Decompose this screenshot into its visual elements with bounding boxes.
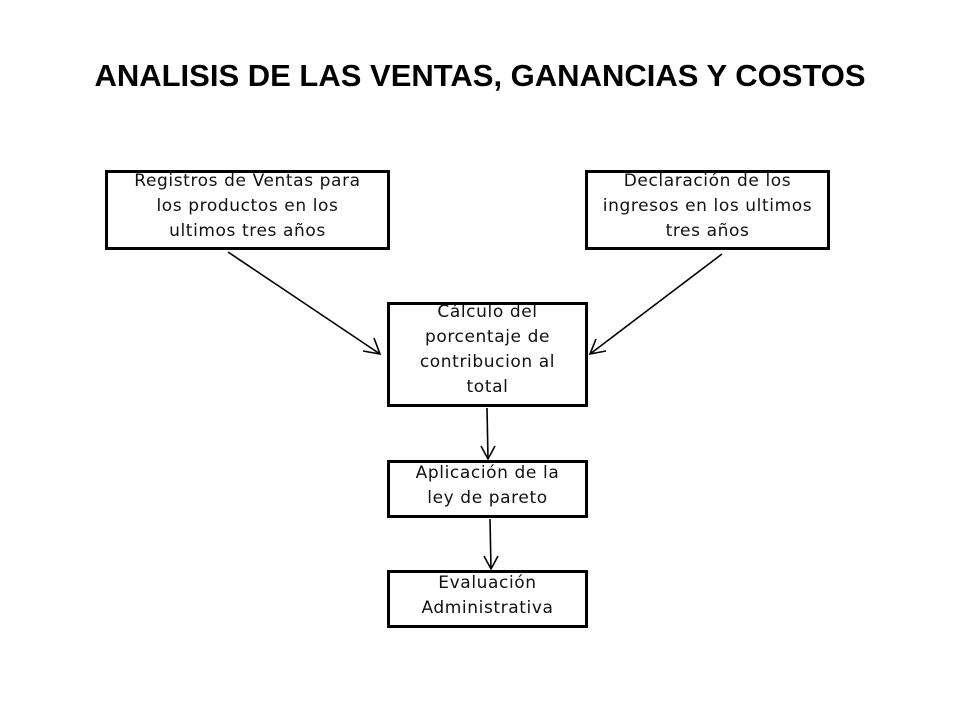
box-income-declaration-label: Declaración de los ingresos en los ultim… [602, 170, 813, 241]
box-contribution-calc: Cálculo del porcentaje de contribucion a… [387, 302, 588, 407]
box-pareto: Aplicación de la ley de pareto [387, 460, 588, 518]
arrowhead-sales-to-calc [362, 337, 382, 356]
box-sales-records-label: Registros de Ventas para los productos e… [134, 170, 361, 241]
box-evaluation-label: Evaluación Administrativa [421, 573, 554, 618]
box-contribution-calc-label: Cálculo del porcentaje de contribucion a… [419, 302, 556, 397]
box-income-declaration: Declaración de los ingresos en los ultim… [585, 170, 830, 250]
arrow-sales-to-calc [227, 251, 381, 355]
arrow-income-to-calc [589, 253, 723, 355]
arrowhead-income-to-calc [588, 338, 607, 356]
box-sales-records: Registros de Ventas para los productos e… [105, 170, 390, 250]
page-title: ANALISIS DE LAS VENTAS, GANANCIAS Y COST… [94, 58, 866, 93]
box-evaluation: Evaluación Administrativa [387, 570, 588, 628]
arrowhead-calc-to-pareto [480, 445, 496, 461]
arrow-pareto-to-evaluation [489, 518, 492, 570]
arrow-calc-to-pareto [486, 407, 489, 460]
box-pareto-label: Aplicación de la ley de pareto [415, 463, 560, 508]
arrowhead-pareto-to-evaluation [483, 555, 499, 571]
